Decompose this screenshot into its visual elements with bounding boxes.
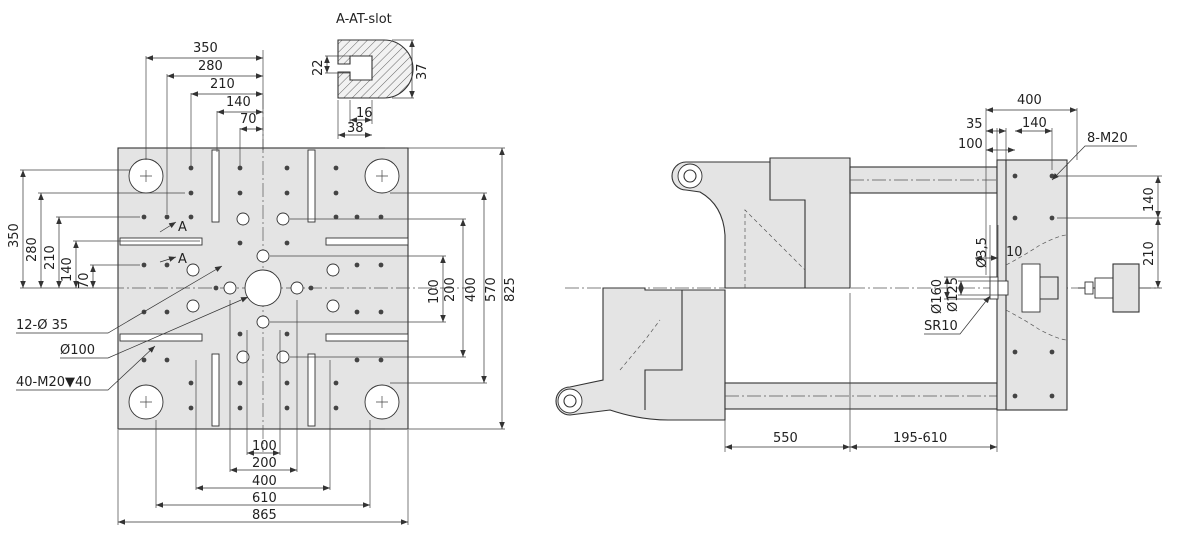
center-hole-100	[244, 269, 282, 307]
top-dim-350: 350	[193, 41, 218, 56]
bottom-dim-100: 100	[252, 439, 277, 454]
top-dim-280: 280	[198, 59, 223, 74]
lower-toggle-link	[555, 287, 726, 421]
t-slot-dim-22: 22	[311, 59, 326, 76]
ejector-holes	[186, 212, 340, 364]
callout-12-holes: 12-Ø 35	[16, 318, 68, 333]
section-mark-a-top: A	[178, 220, 187, 235]
left-dim-70: 70	[77, 272, 92, 289]
top-dim-140: 140	[226, 95, 251, 110]
side-dim-sr10: SR10	[924, 319, 958, 334]
bottom-dim-200: 200	[252, 456, 277, 471]
side-bottom-dimensions: 550 195-610	[724, 293, 998, 452]
right-dim-400: 400	[464, 277, 479, 302]
side-right-dim-140: 140	[1142, 187, 1157, 212]
right-dim-100: 100	[427, 279, 442, 304]
t-slot-dim-38: 38	[347, 121, 364, 136]
platen-right-dimensions: 100 200 200 400 570 825	[270, 147, 518, 430]
side-bottom-dim-195-610: 195-610	[893, 431, 947, 446]
section-mark-a-bottom: A	[178, 252, 187, 267]
platen-bottom-dimensions: 100 200 400 610 865	[117, 300, 409, 525]
side-center-dimensions: Ø3,5 10 Ø160 Ø125 SR10	[924, 225, 1023, 335]
side-dim-10: 10	[1006, 245, 1023, 260]
t-slots	[119, 149, 409, 427]
side-dim-dia-160: Ø160	[930, 279, 945, 314]
t-slot-detail: A-AT-slot 22 37 16 38	[311, 12, 430, 139]
side-dim-400: 400	[1017, 93, 1042, 108]
left-dim-210: 210	[43, 245, 58, 270]
callout-dia-100: Ø100	[60, 343, 95, 358]
side-dim-dia-3-5: Ø3,5	[975, 237, 990, 268]
bottom-dim-865: 865	[252, 508, 277, 523]
side-view: 400 35 140 100 8-M20 140 210 Ø3,5 10	[555, 93, 1162, 452]
side-right-dim-210: 210	[1142, 241, 1157, 266]
side-dim-35: 35	[966, 117, 983, 132]
platen-front-view: 350 280 210 140 70 100 200 400 610 865	[7, 41, 518, 525]
left-dim-140: 140	[60, 257, 75, 282]
tie-bar-holes	[128, 158, 400, 420]
side-bottom-dim-550: 550	[773, 431, 798, 446]
locating-ring	[1021, 263, 1041, 313]
left-dim-350: 350	[7, 223, 22, 248]
tie-bars	[724, 166, 998, 410]
callout-40-m20: 40-M20▼40	[16, 375, 92, 390]
platen-left-dimensions: 350 280 210 140 70	[7, 169, 200, 289]
t-slot-title: A-AT-slot	[336, 12, 392, 27]
left-dim-280: 280	[25, 237, 40, 262]
section-marks: A A	[159, 220, 187, 267]
t-slot-dim-16: 16	[356, 106, 373, 121]
side-callout-8-m20: 8-M20	[1087, 131, 1128, 146]
right-dim-200-visible: 200	[443, 277, 458, 302]
top-dim-210: 210	[210, 77, 235, 92]
bottom-dim-400: 400	[252, 474, 277, 489]
threaded-holes	[141, 165, 384, 411]
platen-callouts: 12-Ø 35 Ø100 40-M20▼40	[16, 265, 249, 391]
top-dim-70: 70	[240, 112, 257, 127]
side-right-dimensions: 140 210	[1057, 175, 1162, 289]
side-top-dimensions: 400 35 140 100	[958, 93, 1078, 275]
t-slot-section	[337, 39, 414, 99]
t-slot-dim-37: 37	[415, 63, 430, 80]
ejector-cylinder	[1078, 263, 1140, 313]
right-dim-825: 825	[503, 277, 518, 302]
bottom-dim-610: 610	[252, 491, 277, 506]
platen-top-dimensions: 350 280 210 140 70	[145, 41, 264, 214]
side-dim-100: 100	[958, 137, 983, 152]
bolt-callout: 8-M20	[1051, 131, 1137, 181]
side-dim-140: 140	[1022, 116, 1047, 131]
right-dim-570: 570	[484, 277, 499, 302]
side-dim-dia-125: Ø125	[946, 277, 961, 312]
